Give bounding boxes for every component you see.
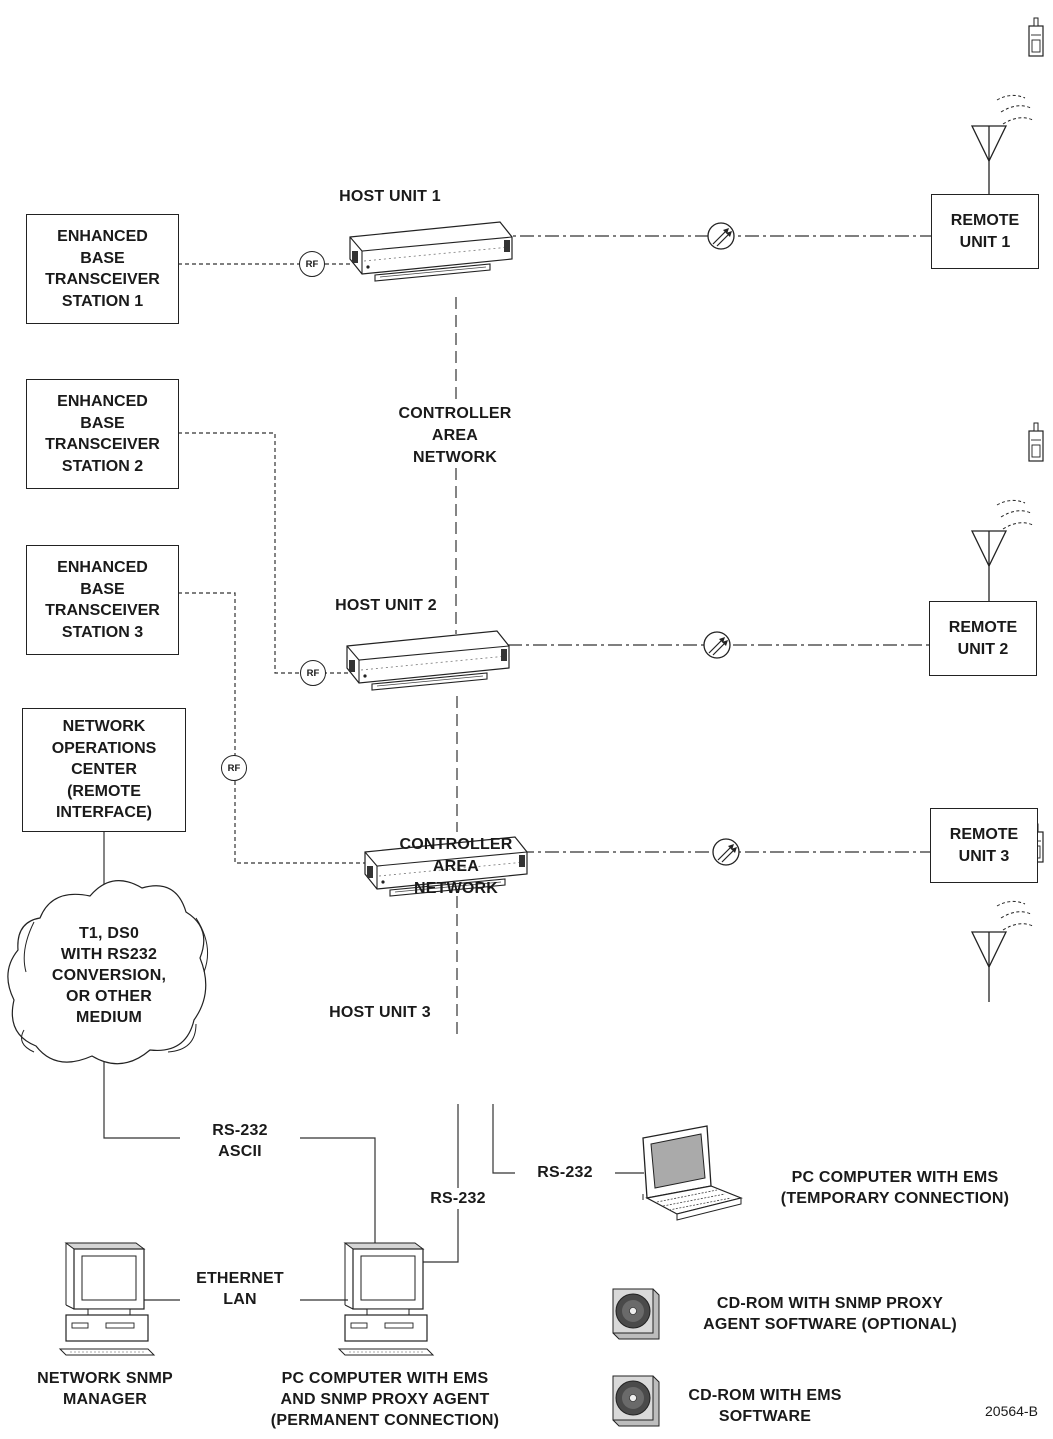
rf-connector-icon: RF xyxy=(300,660,326,686)
host-unit-label-3: HOST UNIT 3 xyxy=(329,1004,431,1021)
host-unit-label-1: HOST UNIT 1 xyxy=(339,188,441,205)
antenna-icon xyxy=(971,422,1044,602)
figure-number: 20564-B xyxy=(985,1403,1038,1419)
host-unit-label-2: HOST UNIT 2 xyxy=(335,597,437,614)
desktop-computer-icon xyxy=(338,1242,434,1356)
rs232-label-host-laptop: RS-232 xyxy=(515,1162,615,1183)
rf-connector-icon: RF xyxy=(299,251,325,277)
host-unit-1 xyxy=(349,221,513,282)
cloud-to-rs232-line xyxy=(103,1062,376,1262)
laptop-computer-icon xyxy=(642,1125,742,1221)
host3-rs232-to-pc-line xyxy=(412,1104,459,1263)
cloud-label: T1, DS0 WITH RS232 CONVERSION, OR OTHER … xyxy=(51,925,167,1026)
fiber-icon xyxy=(712,838,740,866)
can-label-1: CONTROLLER AREA NETWORK xyxy=(398,405,512,466)
pc-temporary-label: PC COMPUTER WITH EMS (TEMPORARY CONNECTI… xyxy=(780,1169,1010,1207)
cd-rom-snmp-label: CD-ROM WITH SNMP PROXY AGENT SOFTWARE (O… xyxy=(703,1295,957,1333)
snmp-manager-label: NETWORK SNMP MANAGER xyxy=(37,1370,173,1408)
desktop-computer-icon xyxy=(59,1242,155,1356)
fiber-icon xyxy=(707,222,735,250)
host-unit-2 xyxy=(346,630,510,691)
bts-box-2: ENHANCED BASE TRANSCEIVER STATION 2 xyxy=(26,379,179,489)
network-cloud xyxy=(7,880,207,1065)
network-operations-center-box: NETWORK OPERATIONS CENTER (REMOTE INTERF… xyxy=(22,708,186,832)
remote-unit-box-3: REMOTE UNIT 3 xyxy=(930,808,1038,883)
rf-link-bts2-host2 xyxy=(178,432,368,674)
cd-rom-icon xyxy=(612,1375,660,1427)
bts-box-1: ENHANCED BASE TRANSCEIVER STATION 1 xyxy=(26,214,179,324)
rf-link-bts3-host3 xyxy=(178,592,367,864)
pc-permanent-label: PC COMPUTER WITH EMS AND SNMP PROXY AGEN… xyxy=(270,1370,500,1429)
remote-unit-box-1: REMOTE UNIT 1 xyxy=(931,194,1039,269)
remote-unit-box-2: REMOTE UNIT 2 xyxy=(929,601,1037,676)
rf-connector-icon: RF xyxy=(221,755,247,781)
cd-rom-ems-label: CD-ROM WITH EMS SOFTWARE xyxy=(688,1387,842,1425)
antenna-icon xyxy=(971,17,1044,197)
rs232-label-host-pc: RS-232 xyxy=(408,1188,508,1209)
fiber-icon xyxy=(703,631,731,659)
rs232-ascii-label: RS-232 ASCII xyxy=(180,1120,300,1162)
can-label-2: CONTROLLER AREA NETWORK xyxy=(399,836,513,897)
cd-rom-icon xyxy=(612,1288,660,1340)
ethernet-lan-label: ETHERNET LAN xyxy=(180,1268,300,1310)
bts-box-3: ENHANCED BASE TRANSCEIVER STATION 3 xyxy=(26,545,179,655)
